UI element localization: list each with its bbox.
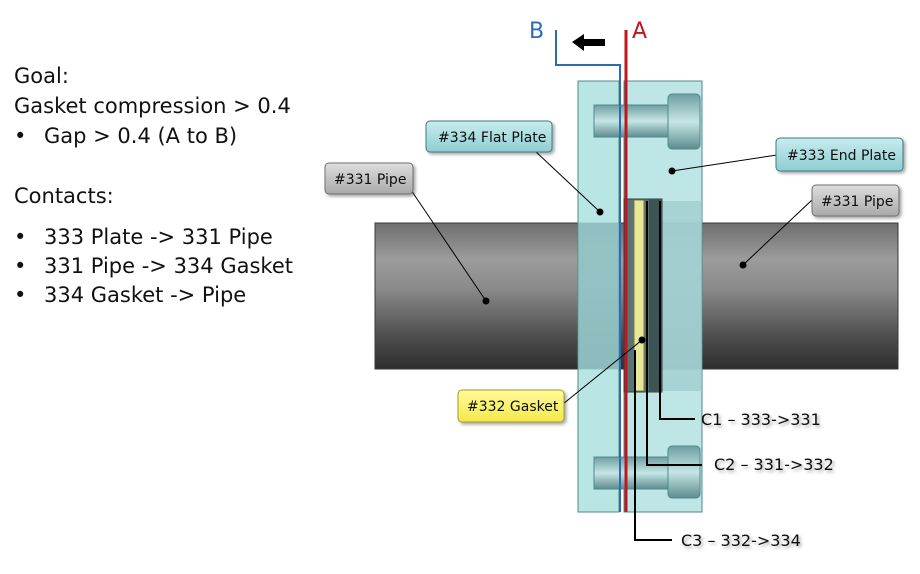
leader-gasket [562, 339, 643, 405]
leader-end-plate [671, 154, 778, 172]
point-dot [482, 297, 490, 305]
callout-end-plate-label: #333 End Plate [787, 148, 896, 164]
gasket [633, 199, 645, 392]
callout-flat-plate: #334 Flat Plate [425, 120, 553, 153]
contact-label-c3: C3 – 332->334 [681, 531, 801, 550]
bolt-bottom-head [667, 445, 701, 499]
bullet-marker: • [14, 225, 27, 249]
bullet-marker: • [14, 283, 27, 307]
leader-c2 [646, 201, 702, 466]
goal-bullet: Gap > 0.4 (A to B) [44, 124, 238, 148]
contact-label-c1: C1 – 333->331 [701, 410, 821, 429]
point-dot [638, 336, 646, 344]
goal-heading: Goal: [14, 64, 69, 88]
point-dot [668, 167, 676, 175]
callout-pipe-right: #331 Pipe [811, 184, 900, 217]
callout-pipe-left: #331 Pipe [324, 162, 414, 195]
bolt-top-shaft [593, 104, 671, 138]
flat-plate-pipe-overlap [578, 223, 619, 369]
callout-pipe-right-label: #331 Pipe [821, 194, 893, 210]
leader-c1 [659, 201, 695, 420]
bolt-top-head [667, 93, 701, 150]
left-arrow-icon [572, 34, 605, 51]
contacts-heading: Contacts: [14, 184, 114, 208]
marker-a: A [632, 19, 647, 44]
leader-pipe-left [410, 189, 487, 302]
leader-c3 [634, 350, 672, 541]
marker-b: B [529, 19, 544, 44]
callout-gasket-label: #332 Gasket [467, 399, 559, 415]
leader-pipe-right [742, 199, 813, 266]
callout-end-plate: #333 End Plate [775, 137, 904, 172]
bolt-bottom-shaft [593, 456, 671, 490]
callout-flat-plate-label: #334 Flat Plate [438, 130, 546, 146]
leader-flat-plate [533, 149, 601, 213]
goal-line: Gasket compression > 0.4 [14, 94, 291, 118]
callout-gasket: #332 Gasket [457, 389, 565, 423]
bullet-marker: • [14, 124, 27, 148]
bullet-marker: • [14, 254, 27, 278]
point-dot [596, 208, 604, 216]
end-plate-recess-inner [649, 199, 662, 392]
contact-item: 333 Plate -> 331 Pipe [44, 225, 273, 249]
contact-label-c2: C2 – 331->332 [714, 455, 834, 474]
contact-item: 331 Pipe -> 334 Gasket [44, 254, 293, 278]
b-line [555, 30, 621, 512]
contact-item: 334 Gasket -> Pipe [44, 283, 247, 307]
point-dot [739, 261, 747, 269]
callout-pipe-left-label: #331 Pipe [334, 172, 406, 188]
